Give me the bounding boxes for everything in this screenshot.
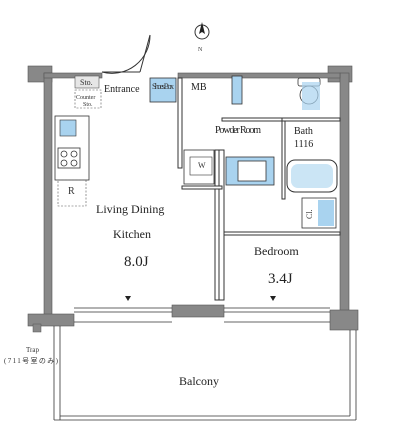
balcony-label: Balcony (179, 374, 219, 388)
living-label: Living Dining (96, 202, 164, 216)
trap-box (32, 323, 42, 333)
compass-label: N (198, 47, 203, 53)
window-marker-living (125, 296, 131, 301)
kitchen-label: Kitchen (113, 227, 151, 241)
storage-box (74, 75, 100, 89)
bedroom-size-label: 3.4J (268, 271, 293, 287)
entrance-door (101, 34, 151, 74)
powder-room-label: Powder Room (215, 125, 261, 136)
shoes-label: Shoes Box (152, 82, 174, 91)
bath-size-label: 1116 (294, 139, 313, 150)
stove-icon (57, 147, 81, 169)
bedroom-label: Bedroom (254, 244, 299, 258)
bath-label: Bath (294, 126, 313, 137)
washer-label: W (198, 161, 206, 170)
counter-label: Counter (76, 95, 95, 101)
cl-label: Cl. (305, 209, 314, 219)
entrance-label: Entrance (104, 84, 140, 95)
window-marker-bedroom (270, 296, 276, 301)
balcony-outline (53, 321, 357, 421)
refrigerator-box (57, 179, 87, 207)
sto-label: Sto. (80, 78, 93, 87)
interior-walls (177, 77, 341, 301)
cabinet-box (231, 75, 243, 105)
counter-sto-label: Sto. (83, 102, 93, 108)
washer-pan (189, 156, 213, 176)
shoes-box (149, 77, 177, 103)
refrigerator-label: R (68, 186, 75, 197)
exterior-walls (27, 65, 359, 331)
trap-label: Trap (26, 346, 39, 354)
mb-label: MB (191, 82, 207, 93)
sink-icon (237, 160, 267, 182)
toilet-shelf (302, 82, 320, 110)
living-size-label: 8.0J (124, 254, 149, 270)
counter-box (74, 89, 102, 109)
trap-note: (711号室のみ) (4, 356, 59, 365)
compass-icon (194, 22, 210, 40)
sliding-windows (74, 307, 330, 313)
kitchen-sink (59, 119, 77, 137)
closet-fill (318, 200, 334, 226)
bathtub-inner (291, 164, 333, 188)
